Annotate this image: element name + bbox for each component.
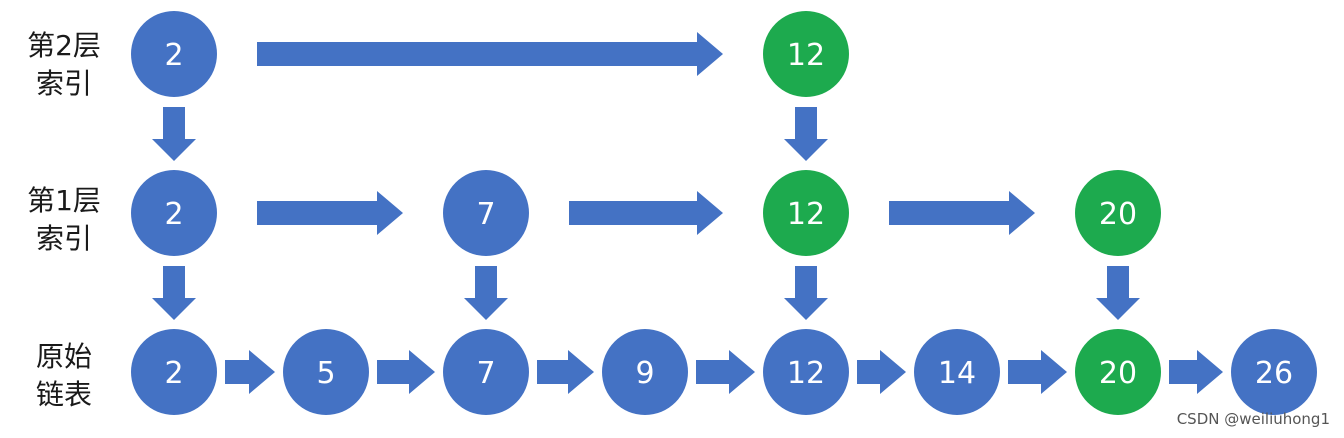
node-value: 14 bbox=[938, 356, 976, 391]
arrow-down-level1-to-base-col6 bbox=[1096, 266, 1140, 320]
node-level1-2: 2 bbox=[131, 170, 217, 256]
arrow-right-level1-7-to-12 bbox=[569, 191, 723, 235]
arrow-right-base-14-to-20 bbox=[1008, 350, 1067, 394]
arrow-right-base-9-to-12 bbox=[696, 350, 755, 394]
node-value: 2 bbox=[164, 356, 183, 391]
arrow-right-base-2-to-5 bbox=[225, 350, 275, 394]
arrow-down-level1-to-base-col4 bbox=[784, 266, 828, 320]
node-circle bbox=[443, 329, 529, 415]
node-circle bbox=[283, 329, 369, 415]
arrow-right-level1-2-to-7 bbox=[257, 191, 403, 235]
node-level2-2: 2 bbox=[131, 11, 217, 97]
node-circle bbox=[131, 11, 217, 97]
nodes-layer: 2 12 2 7 12 20 2 5 7 9 12 14 20 26 bbox=[131, 11, 1317, 415]
arrow-right-base-12-to-14 bbox=[857, 350, 906, 394]
row-label-level2-line2: 索引 bbox=[36, 67, 92, 100]
node-level2-12: 12 bbox=[763, 11, 849, 97]
node-value: 12 bbox=[787, 38, 825, 73]
node-value: 7 bbox=[476, 197, 495, 232]
arrows-layer bbox=[152, 32, 1223, 394]
node-value: 5 bbox=[316, 356, 335, 391]
node-base-12: 12 bbox=[763, 329, 849, 415]
row-labels: 第2层 索引 第1层 索引 原始 链表 bbox=[27, 29, 101, 411]
row-label-level1-line2: 索引 bbox=[36, 222, 92, 255]
node-base-26: 26 bbox=[1231, 329, 1317, 415]
node-base-20: 20 bbox=[1075, 329, 1161, 415]
node-circle bbox=[1231, 329, 1317, 415]
arrow-down-level2-to-level1-col0 bbox=[152, 107, 196, 161]
arrow-right-base-7-to-9 bbox=[537, 350, 594, 394]
node-level1-20: 20 bbox=[1075, 170, 1161, 256]
node-circle bbox=[914, 329, 1000, 415]
node-circle bbox=[763, 11, 849, 97]
node-circle bbox=[131, 329, 217, 415]
node-value: 20 bbox=[1099, 197, 1137, 232]
node-value: 9 bbox=[635, 356, 654, 391]
row-label-base-line2: 链表 bbox=[36, 378, 92, 411]
node-value: 12 bbox=[787, 356, 825, 391]
node-circle bbox=[443, 170, 529, 256]
node-value: 7 bbox=[476, 356, 495, 391]
arrow-down-level1-to-base-col2 bbox=[464, 266, 508, 320]
node-circle bbox=[1075, 329, 1161, 415]
node-circle bbox=[602, 329, 688, 415]
node-base-2: 2 bbox=[131, 329, 217, 415]
row-label-base-line1: 原始 bbox=[36, 340, 92, 373]
node-value: 20 bbox=[1099, 356, 1137, 391]
arrow-right-level2-2-to-12 bbox=[257, 32, 723, 76]
node-value: 2 bbox=[164, 197, 183, 232]
node-level1-12: 12 bbox=[763, 170, 849, 256]
node-base-7: 7 bbox=[443, 329, 529, 415]
row-label-level1-line1: 第1层 bbox=[27, 184, 101, 217]
node-base-9: 9 bbox=[602, 329, 688, 415]
arrow-right-base-20-to-26 bbox=[1169, 350, 1223, 394]
arrow-down-level2-to-level1-col4 bbox=[784, 107, 828, 161]
arrow-down-level1-to-base-col0 bbox=[152, 266, 196, 320]
node-base-5: 5 bbox=[283, 329, 369, 415]
node-base-14: 14 bbox=[914, 329, 1000, 415]
node-circle bbox=[763, 329, 849, 415]
node-circle bbox=[131, 170, 217, 256]
node-level1-7: 7 bbox=[443, 170, 529, 256]
watermark: CSDN @weiliuhong1 bbox=[1176, 410, 1330, 428]
node-value: 12 bbox=[787, 197, 825, 232]
node-circle bbox=[1075, 170, 1161, 256]
arrow-right-base-5-to-7 bbox=[377, 350, 435, 394]
node-value: 26 bbox=[1255, 356, 1293, 391]
row-label-level2-line1: 第2层 bbox=[27, 29, 101, 62]
node-value: 2 bbox=[164, 38, 183, 73]
arrow-right-level1-12-to-20 bbox=[889, 191, 1035, 235]
node-circle bbox=[763, 170, 849, 256]
